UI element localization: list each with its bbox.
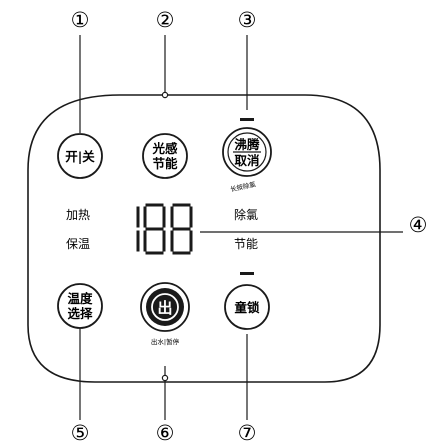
heating-label: 加热 bbox=[66, 208, 90, 222]
dispense-caption: 出水|暂停 bbox=[151, 337, 180, 346]
dispense-icon bbox=[151, 293, 179, 321]
temp-select-button[interactable]: 温度 选择 bbox=[57, 283, 103, 329]
callout-5: ⑤ bbox=[71, 421, 90, 445]
temp-select-line2: 选择 bbox=[67, 306, 93, 321]
callout-1: ① bbox=[71, 8, 90, 32]
callout-4: ④ bbox=[409, 213, 428, 237]
child-lock-label: 童锁 bbox=[234, 300, 260, 315]
boil-cancel-caption: 长按除氯 bbox=[229, 179, 257, 193]
leader-dot-6 bbox=[161, 374, 169, 382]
boil-cancel-line2: 取消 bbox=[234, 153, 260, 168]
energy-save-label: 节能 bbox=[234, 237, 258, 251]
power-button-label: 开|关 bbox=[65, 149, 95, 164]
boil-indicator-bar bbox=[240, 118, 254, 121]
boil-cancel-line1: 沸腾 bbox=[234, 137, 260, 152]
child-lock-button[interactable]: 童锁 bbox=[224, 284, 270, 330]
digit-2 bbox=[143, 203, 166, 255]
callout-7: ⑦ bbox=[238, 421, 257, 445]
dechlorinate-label: 除氯 bbox=[234, 207, 258, 222]
light-sense-line2: 节能 bbox=[152, 156, 178, 171]
panel-outline bbox=[27, 94, 381, 383]
child-lock-indicator-bar bbox=[240, 272, 254, 275]
dispense-button[interactable]: 出 bbox=[140, 282, 190, 332]
callout-2: ② bbox=[156, 8, 175, 32]
dispense-glyph: 出 bbox=[157, 299, 172, 317]
power-button[interactable]: 开|关 bbox=[57, 133, 103, 179]
temp-select-line1: 温度 bbox=[67, 291, 93, 306]
light-sense-button[interactable]: 光感 节能 bbox=[142, 133, 188, 179]
callout-6: ⑥ bbox=[156, 421, 175, 445]
boil-cancel-button[interactable]: 沸腾 取消 bbox=[222, 127, 272, 177]
keep-warm-label: 保温 bbox=[66, 237, 90, 251]
digit-3 bbox=[170, 203, 193, 255]
leader-dot-2 bbox=[161, 91, 169, 99]
light-sense-line1: 光感 bbox=[151, 141, 178, 156]
callout-3: ③ bbox=[238, 8, 257, 32]
seven-segment-display bbox=[136, 203, 193, 255]
